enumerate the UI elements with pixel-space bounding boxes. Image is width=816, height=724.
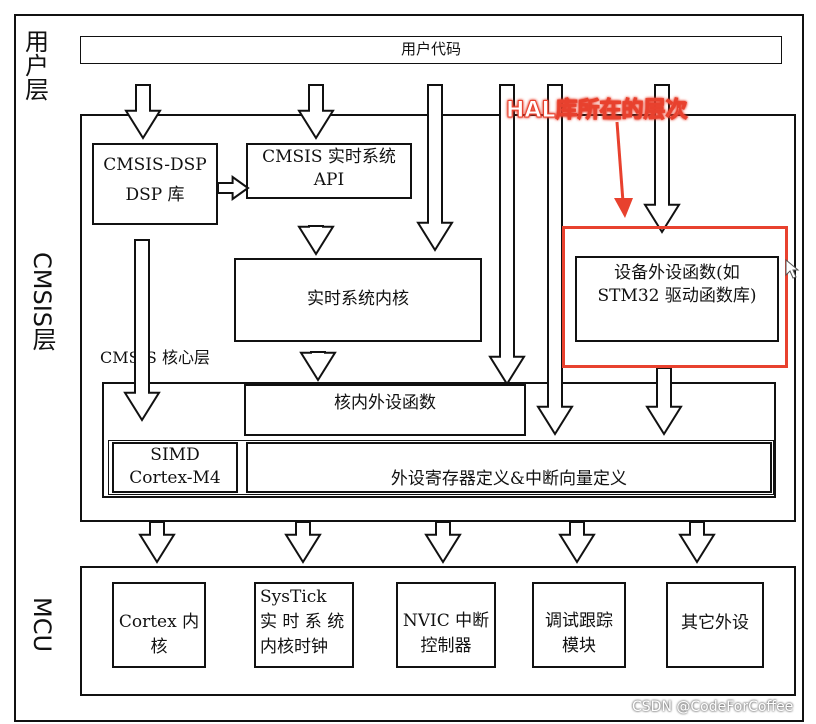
arrow-user-to-device-driver <box>643 84 681 234</box>
mcu-other-peripherals-label: 其它外设 <box>681 613 749 633</box>
rtos-kernel-box <box>234 258 482 342</box>
arrow-cmsis-to-mcu-1 <box>138 521 176 564</box>
hal-layer-highlight <box>562 226 788 368</box>
core-peripherals-box <box>244 384 526 436</box>
arrow-cmsis-to-mcu-5 <box>678 521 716 564</box>
arrow-rtos-api-to-kernel <box>297 225 335 256</box>
csdn-watermark: CSDN @CodeForCoffee <box>632 699 794 715</box>
cmsis-rtos-api-label: CMSIS 实时系统 API <box>262 147 396 190</box>
arrow-user-to-regs-right <box>536 84 574 436</box>
cmsis-dsp-box <box>92 143 218 225</box>
mcu-nvic-box <box>396 582 496 668</box>
arrow-kernel-to-core-periph <box>299 351 337 382</box>
simd-label: SIMD Cortex-M4 <box>129 445 221 488</box>
mouse-cursor-icon <box>785 258 800 279</box>
arrow-dsp-to-rtos-api <box>217 175 250 201</box>
arrow-user-to-core-periph <box>416 84 454 252</box>
core-peripherals-label: 核内外设函数 <box>334 393 436 413</box>
mcu-other-peripherals-box <box>666 582 764 668</box>
hal-annotation-text: HAL库所在的层次 <box>505 98 688 124</box>
arrow-user-to-rtos-api <box>297 84 335 140</box>
arrow-user-to-dsp <box>124 84 162 140</box>
mcu-layer-label: MCU <box>28 597 56 653</box>
mcu-systick-label: SysTick 实 时 系 统 内核时钟 <box>260 587 345 657</box>
mcu-debug-trace-label: 调试跟踪 模块 <box>545 611 613 656</box>
user-layer-label: 用户层 <box>25 28 49 104</box>
arrow-device-driver-to-core <box>645 367 683 436</box>
cmsis-dsp-label: CMSIS-DSP DSP 库 <box>103 155 207 205</box>
cmsis-layer-label: CMSIS层 <box>28 252 56 352</box>
cmsis-rtos-api-box <box>246 143 412 199</box>
device-driver-box <box>575 256 779 342</box>
user-code-label: 用户代码 <box>400 40 461 58</box>
arrow-cmsis-to-mcu-2 <box>284 521 322 564</box>
arrow-cmsis-to-mcu-4 <box>558 521 596 564</box>
mcu-systick-box <box>254 582 354 668</box>
mcu-cortex-core-box <box>112 582 206 668</box>
peripheral-registers-label: 外设寄存器定义&中断向量定义 <box>390 469 628 489</box>
mcu-nvic-label: NVIC 中断 控制器 <box>402 611 490 656</box>
hal-annotation-arrow <box>614 121 633 218</box>
arrow-user-to-periph-regs <box>488 84 526 386</box>
device-driver-label: 设备外设函数(如 STM32 驱动函数库) <box>597 263 757 306</box>
arrow-dsp-to-core <box>123 239 161 422</box>
peripheral-registers-box <box>246 442 772 493</box>
simd-box <box>112 442 238 493</box>
mcu-debug-trace-box <box>532 582 626 668</box>
rtos-kernel-label: 实时系统内核 <box>307 289 409 309</box>
arrow-cmsis-to-mcu-3 <box>424 521 462 564</box>
user-code-box <box>80 36 782 64</box>
mcu-cortex-core-label: Cortex 内 核 <box>118 612 200 657</box>
